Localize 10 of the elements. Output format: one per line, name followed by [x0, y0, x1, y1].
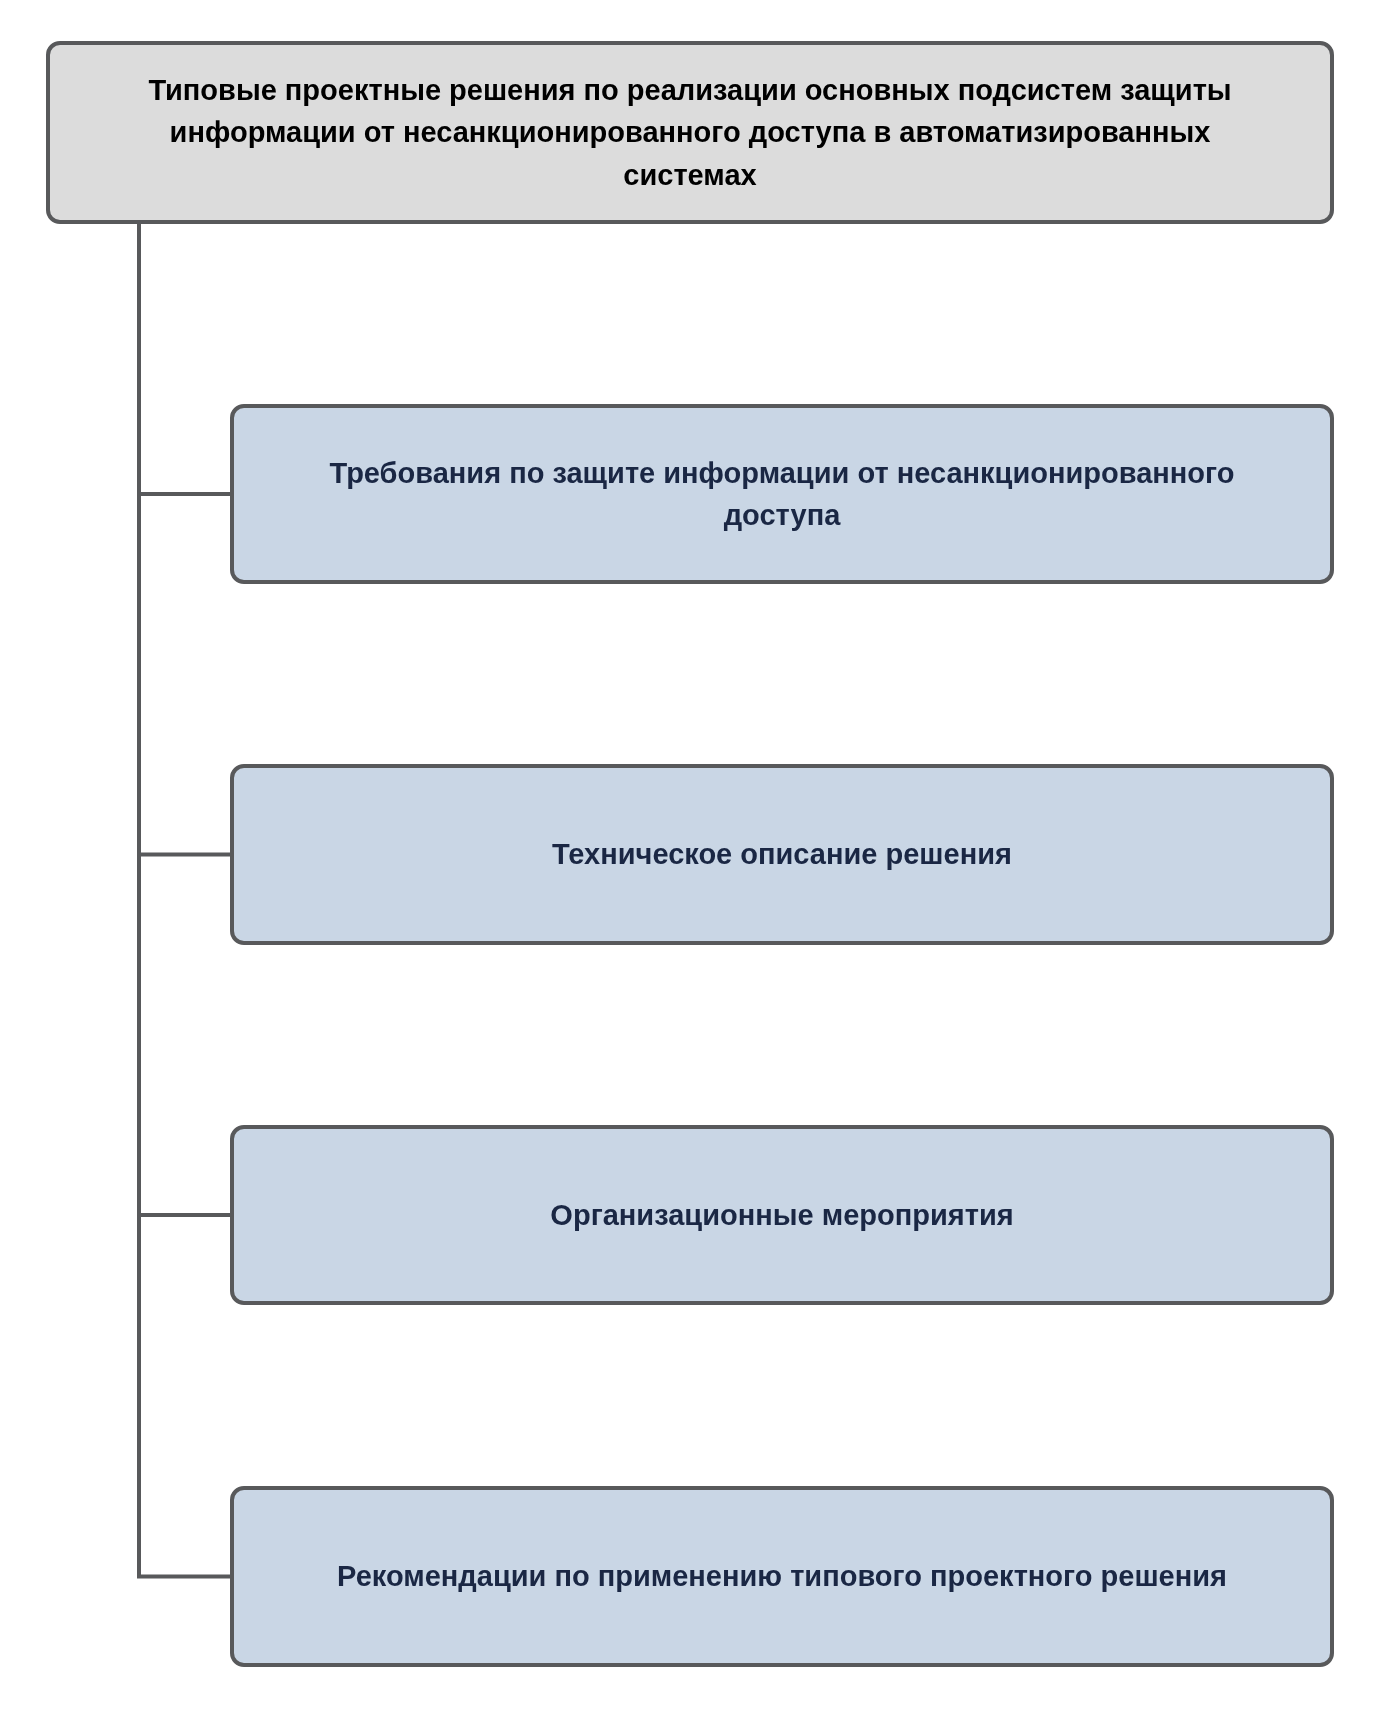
- box-text: Организационные мероприятия: [550, 1197, 1014, 1233]
- process-box: [230, 1125, 1334, 1305]
- box-text: Требования по защите информации от несанкционированного доступа: [328, 455, 1236, 533]
- process-box: [230, 404, 1334, 584]
- box-text: Техническое описание решения: [552, 837, 1012, 873]
- process-box: [230, 1486, 1334, 1667]
- process-box: [230, 764, 1334, 945]
- box-text: Типовые проектные решения по реализации основных подсистем защиты информации от несанкционированного доступа в автоматизированных системах: [147, 73, 1233, 193]
- box-text: Рекомендации по применению типового проектного решения: [337, 1559, 1227, 1595]
- title-box: [46, 41, 1334, 224]
